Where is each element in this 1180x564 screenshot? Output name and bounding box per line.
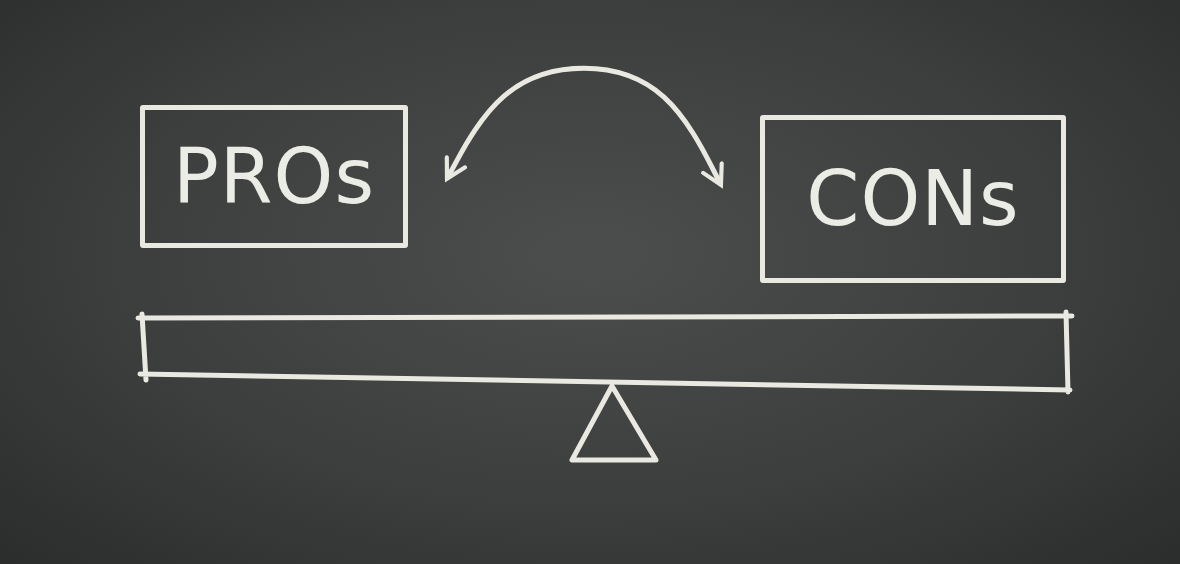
box-label: CONs	[806, 161, 1019, 237]
pros-cons-box: CONs	[760, 115, 1066, 283]
curved-double-arrow	[448, 68, 720, 183]
pros-cons-box: PROs	[140, 105, 408, 248]
fulcrum-triangle	[572, 386, 656, 460]
box-label: PROs	[173, 139, 375, 215]
balance-scale	[138, 312, 1072, 460]
balance-beam	[138, 312, 1072, 392]
connector-group	[448, 68, 720, 183]
